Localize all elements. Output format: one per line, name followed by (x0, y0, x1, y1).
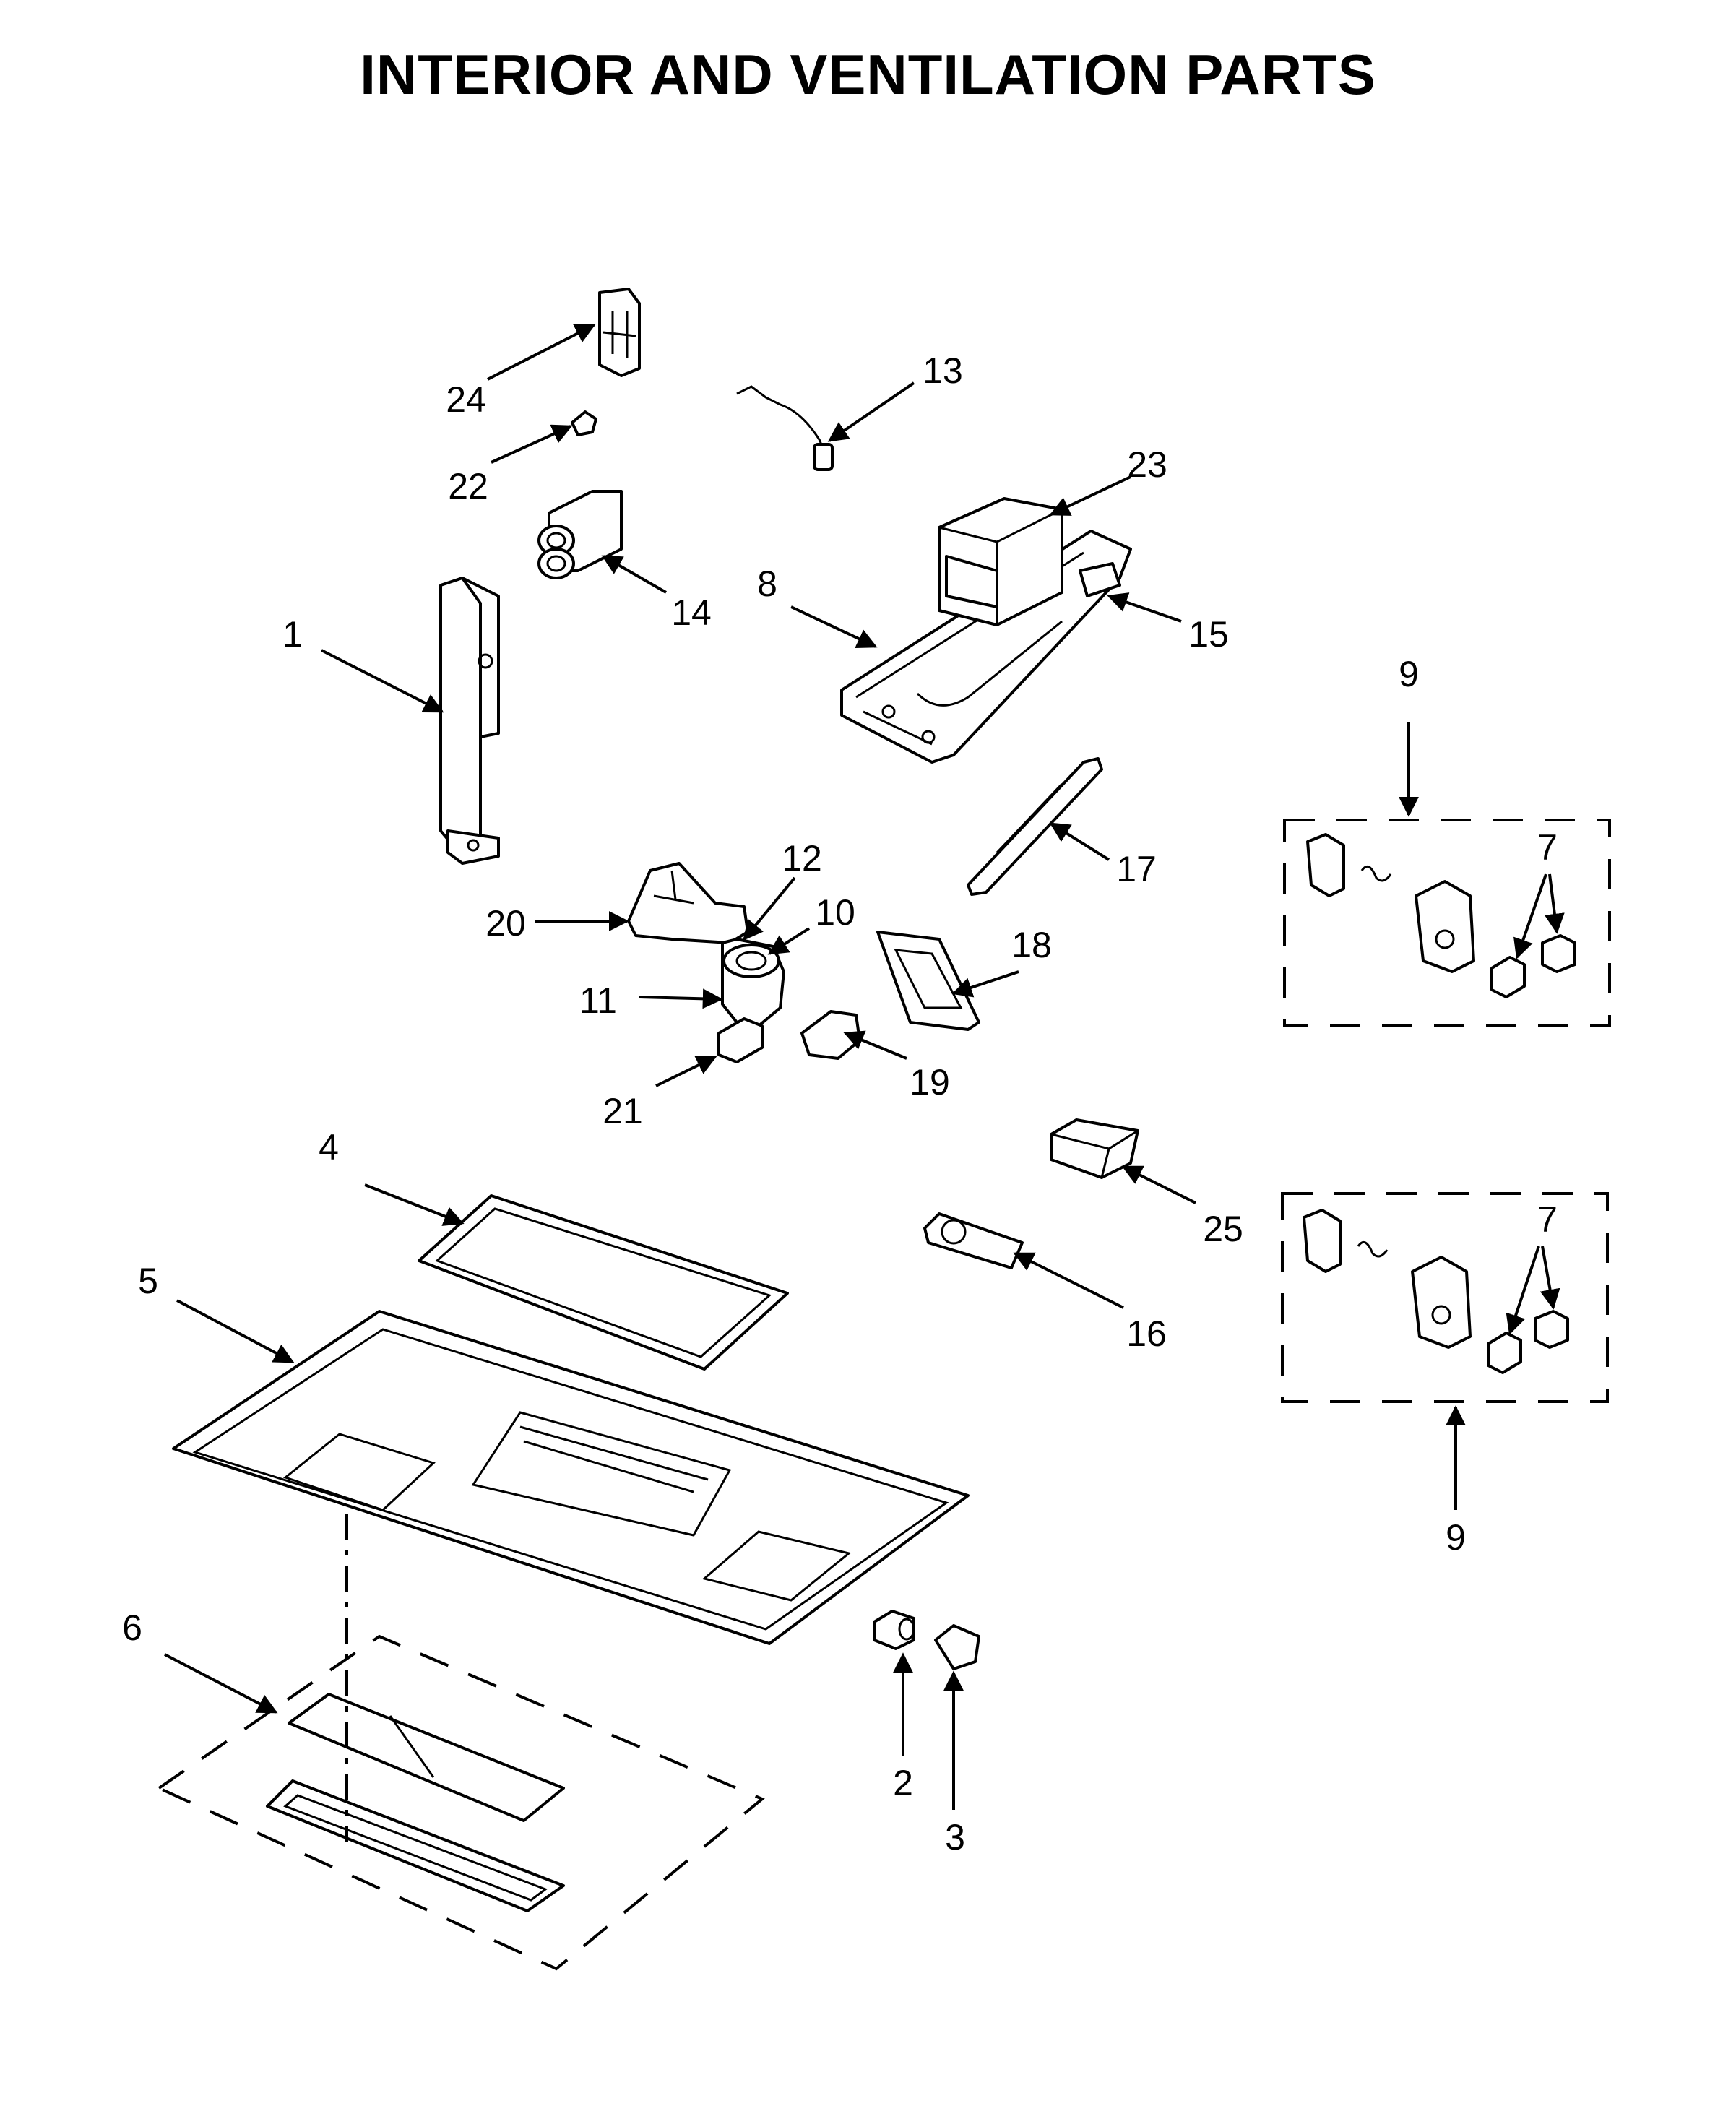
part-1-bracket (439, 577, 500, 865)
callout-9-bottom: 9 (1446, 1517, 1466, 1558)
callout-20: 20 (485, 903, 526, 944)
part-17-rail (967, 757, 1103, 896)
callout-21: 21 (603, 1091, 643, 1131)
part-9-switch-group-bottom (1281, 1192, 1609, 1403)
callout-labels: 1 24 22 13 14 8 23 15 9 7 17 12 10 20 18… (122, 350, 1558, 1857)
part-4-filter (418, 1194, 789, 1371)
callout-25: 25 (1203, 1209, 1243, 1249)
callout-14: 14 (671, 592, 712, 633)
callout-7-top: 7 (1537, 827, 1558, 868)
callout-22: 22 (448, 466, 488, 506)
leader-lines (164, 324, 1565, 1810)
part-16-bracket (923, 1212, 1024, 1269)
callout-1: 1 (282, 614, 303, 655)
callout-9-top: 9 (1399, 654, 1419, 694)
callout-11: 11 (579, 980, 617, 1021)
part-3-socket (934, 1624, 980, 1670)
part-13-wire (736, 385, 834, 471)
callout-16: 16 (1126, 1313, 1167, 1354)
part-22-clip (571, 410, 597, 436)
part-20-fan-housing (627, 862, 749, 944)
part-24-clip (598, 288, 641, 377)
callout-2: 2 (893, 1763, 913, 1803)
callout-3: 3 (945, 1817, 965, 1857)
callout-8: 8 (757, 564, 777, 604)
part-14-capacitor (537, 490, 623, 579)
callout-23: 23 (1127, 444, 1167, 485)
part-25-block (1050, 1118, 1139, 1179)
callout-4: 4 (319, 1127, 339, 1168)
callout-15: 15 (1188, 614, 1229, 655)
callout-6: 6 (122, 1607, 142, 1648)
callout-10: 10 (815, 892, 855, 933)
part-15-diode (1079, 562, 1121, 597)
part-2-knob (873, 1610, 915, 1650)
part-6-filter-assembly (155, 1634, 765, 1971)
callout-18: 18 (1011, 925, 1052, 965)
callout-17: 17 (1116, 849, 1157, 889)
part-18-plate (876, 931, 980, 1031)
part-21-relay (717, 1017, 764, 1063)
diagram-title: INTERIOR AND VENTILATION PARTS (360, 43, 1376, 106)
callout-13: 13 (923, 350, 963, 391)
part-9-switch-group-top (1283, 819, 1611, 1027)
part-23-transformer (938, 497, 1063, 626)
callout-19: 19 (910, 1062, 950, 1102)
callout-24: 24 (446, 379, 486, 420)
part-5-bottom-panel (172, 1310, 970, 1645)
callout-12: 12 (782, 838, 822, 879)
callout-7-bottom: 7 (1537, 1199, 1558, 1240)
part-11-motor (721, 938, 785, 1027)
callout-5: 5 (138, 1261, 158, 1301)
